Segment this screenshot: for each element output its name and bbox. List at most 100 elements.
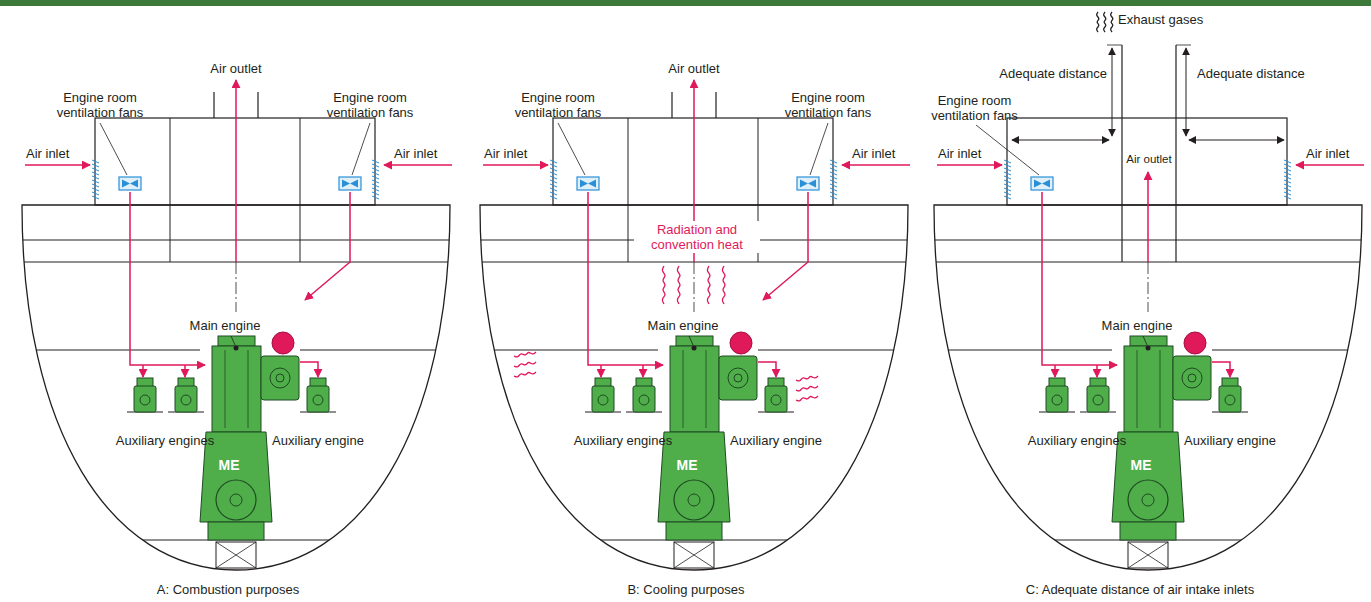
cylinder-block — [670, 346, 719, 432]
decks — [0, 240, 470, 540]
engine-seating-cross — [674, 542, 714, 568]
distance-label: Adequate distance — [1197, 66, 1315, 81]
fan-label: Engine room ventilation fans — [315, 90, 425, 120]
block-detail — [225, 350, 226, 428]
panel-caption: B: Cooling purposes — [536, 582, 836, 597]
dimension-arrow — [1189, 140, 1284, 141]
air-inlet-louver — [1284, 184, 1291, 187]
deck-line — [912, 240, 1371, 241]
ventilation-fan — [797, 177, 819, 190]
air-inlet-louver — [830, 196, 837, 199]
centre-line — [1148, 262, 1149, 312]
ship-section — [0, 80, 470, 570]
heat-wave — [514, 352, 536, 357]
funnel-wall — [1121, 45, 1122, 262]
exhaust-receiver — [272, 332, 294, 354]
air-flow-arrow — [763, 192, 808, 300]
air-inlet-louver — [830, 164, 837, 167]
crankshaft-hub — [688, 494, 700, 506]
block-detail — [1137, 350, 1138, 428]
auxiliary-label: Auxiliary engine — [258, 433, 378, 448]
air-inlet-louver — [1284, 196, 1291, 199]
auxiliary-engine-body — [175, 386, 197, 412]
air-inlet-louver — [550, 168, 557, 171]
ventilation-fan — [119, 177, 141, 190]
auxiliary-engine-body — [307, 386, 329, 412]
air-inlet-arrow — [842, 164, 910, 166]
air-inlet-louver — [830, 192, 837, 195]
air-inlet-label: Air inlet — [852, 146, 912, 161]
crankshaft-hub — [1142, 494, 1154, 506]
auxiliary-engine-body — [1087, 386, 1109, 412]
auxiliary-engine-wheel — [140, 395, 150, 405]
turbocharger-housing — [261, 356, 299, 400]
air-inlet-label: Air inlet — [1306, 146, 1366, 161]
air-inlet-louver — [1284, 168, 1291, 171]
auxiliary-engine-wheel — [1225, 395, 1235, 405]
casing-wall — [300, 118, 301, 262]
heat-wave — [796, 396, 818, 401]
engine-mark: ME — [672, 457, 702, 473]
cylinder-cover — [1130, 336, 1167, 346]
engine-mark: ME — [214, 457, 244, 473]
air-flow-arrow — [184, 365, 186, 377]
air-inlet-louver — [92, 196, 99, 199]
exhaust-receiver — [730, 332, 752, 354]
fan-label: Engine room ventilation fans — [773, 90, 883, 120]
heat-wave — [796, 386, 818, 391]
exhaust-label: Exhaust gases — [1118, 12, 1228, 27]
turbocharger-wheel — [1182, 368, 1202, 388]
air-inlet-louver — [92, 168, 99, 171]
turbocharger-hub — [276, 374, 284, 382]
air-inlet-louver — [92, 192, 99, 195]
turbocharger-wheel — [270, 368, 290, 388]
centre-line — [236, 262, 237, 312]
ship-section — [912, 12, 1371, 570]
funnel-stub — [671, 92, 672, 118]
crankshaft — [1128, 480, 1168, 520]
fan-blades — [580, 180, 596, 188]
dimension-arrow — [1112, 48, 1113, 136]
air-flow-arrow — [1054, 365, 1056, 377]
air-inlet-louver — [1004, 192, 1011, 195]
ventilation-fan — [1031, 177, 1053, 190]
distance-label: Adequate distance — [992, 66, 1107, 81]
air-inlet-louver — [372, 176, 379, 179]
auxiliary-engine-wheel — [181, 395, 191, 405]
auxiliary-label: Auxiliary engine — [1170, 433, 1290, 448]
air-flow-arrow — [600, 365, 602, 377]
fan-label: Engine room ventilation fans — [45, 90, 155, 120]
auxiliary-engine-body — [633, 386, 655, 412]
air-inlet-arrow — [937, 164, 1002, 166]
air-inlet-louver — [372, 184, 379, 187]
air-flow-arrow — [758, 362, 776, 377]
heat-label: Radiation and convention heat — [634, 221, 760, 253]
air-inlet-louver — [1284, 192, 1291, 195]
air-outlet-arrow — [1147, 172, 1149, 262]
air-flow-arrow — [130, 192, 205, 365]
air-inlet-louver — [1284, 188, 1291, 191]
leader-line — [352, 123, 370, 175]
air-flow-arrow — [1042, 192, 1117, 365]
fan-blades — [1034, 180, 1050, 188]
air-outlet-label: Air outlet — [654, 61, 734, 76]
air-inlet-louver — [92, 176, 99, 179]
heat-wave — [722, 266, 725, 304]
air-inlet-louver — [92, 188, 99, 191]
dimension-arrow — [1186, 48, 1187, 136]
auxiliary-engine-wheel — [1093, 395, 1103, 405]
air-flow-arrow — [1096, 365, 1098, 377]
air-inlet-louver — [550, 180, 557, 183]
air-inlet-louver — [1284, 160, 1291, 163]
air-inlet-louver — [550, 160, 557, 163]
air-inlet-louver — [1004, 160, 1011, 163]
bedplate — [208, 522, 264, 540]
auxiliary-label: Auxiliary engines — [563, 433, 683, 448]
air-inlet-louver — [92, 184, 99, 187]
air-inlet-louver — [372, 168, 379, 171]
air-flow-arrow — [305, 192, 350, 300]
air-outlet-label: Air outlet — [196, 61, 276, 76]
heat-wave — [677, 266, 680, 304]
